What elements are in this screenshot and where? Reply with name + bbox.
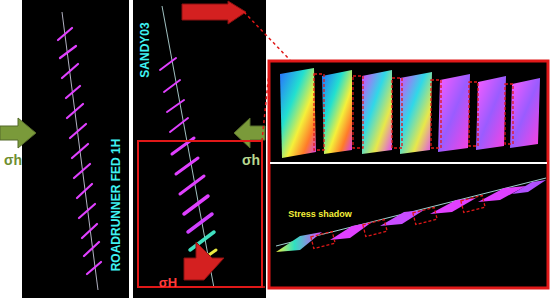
fracture-traces <box>58 28 101 274</box>
zoom-leader <box>244 12 290 60</box>
fracture-planes <box>280 68 540 158</box>
fracture-planes <box>276 180 546 252</box>
stress-symbol: σh <box>4 153 22 167</box>
stress-arrow <box>0 118 36 148</box>
stress-symbol: σH <box>159 276 177 289</box>
stress-symbol: σh <box>242 153 260 167</box>
stress-shadow-box <box>311 196 485 249</box>
panel-ground <box>22 0 266 298</box>
panel-divider <box>270 162 547 164</box>
stress-shadow-box <box>314 74 513 150</box>
annotation: Stress shadow <box>288 210 352 219</box>
stress-arrow <box>182 1 246 24</box>
well-name: SANDY03 <box>139 22 151 77</box>
fracture-traces <box>160 58 216 264</box>
well-path <box>162 6 214 288</box>
stress-arrow <box>234 118 265 148</box>
well-name: ROADRUNNER FED 1H <box>110 139 122 272</box>
zoom-frame <box>138 141 262 287</box>
stress-arrow <box>184 242 224 280</box>
zoom-panel <box>269 61 548 288</box>
panel-divider <box>129 0 133 298</box>
